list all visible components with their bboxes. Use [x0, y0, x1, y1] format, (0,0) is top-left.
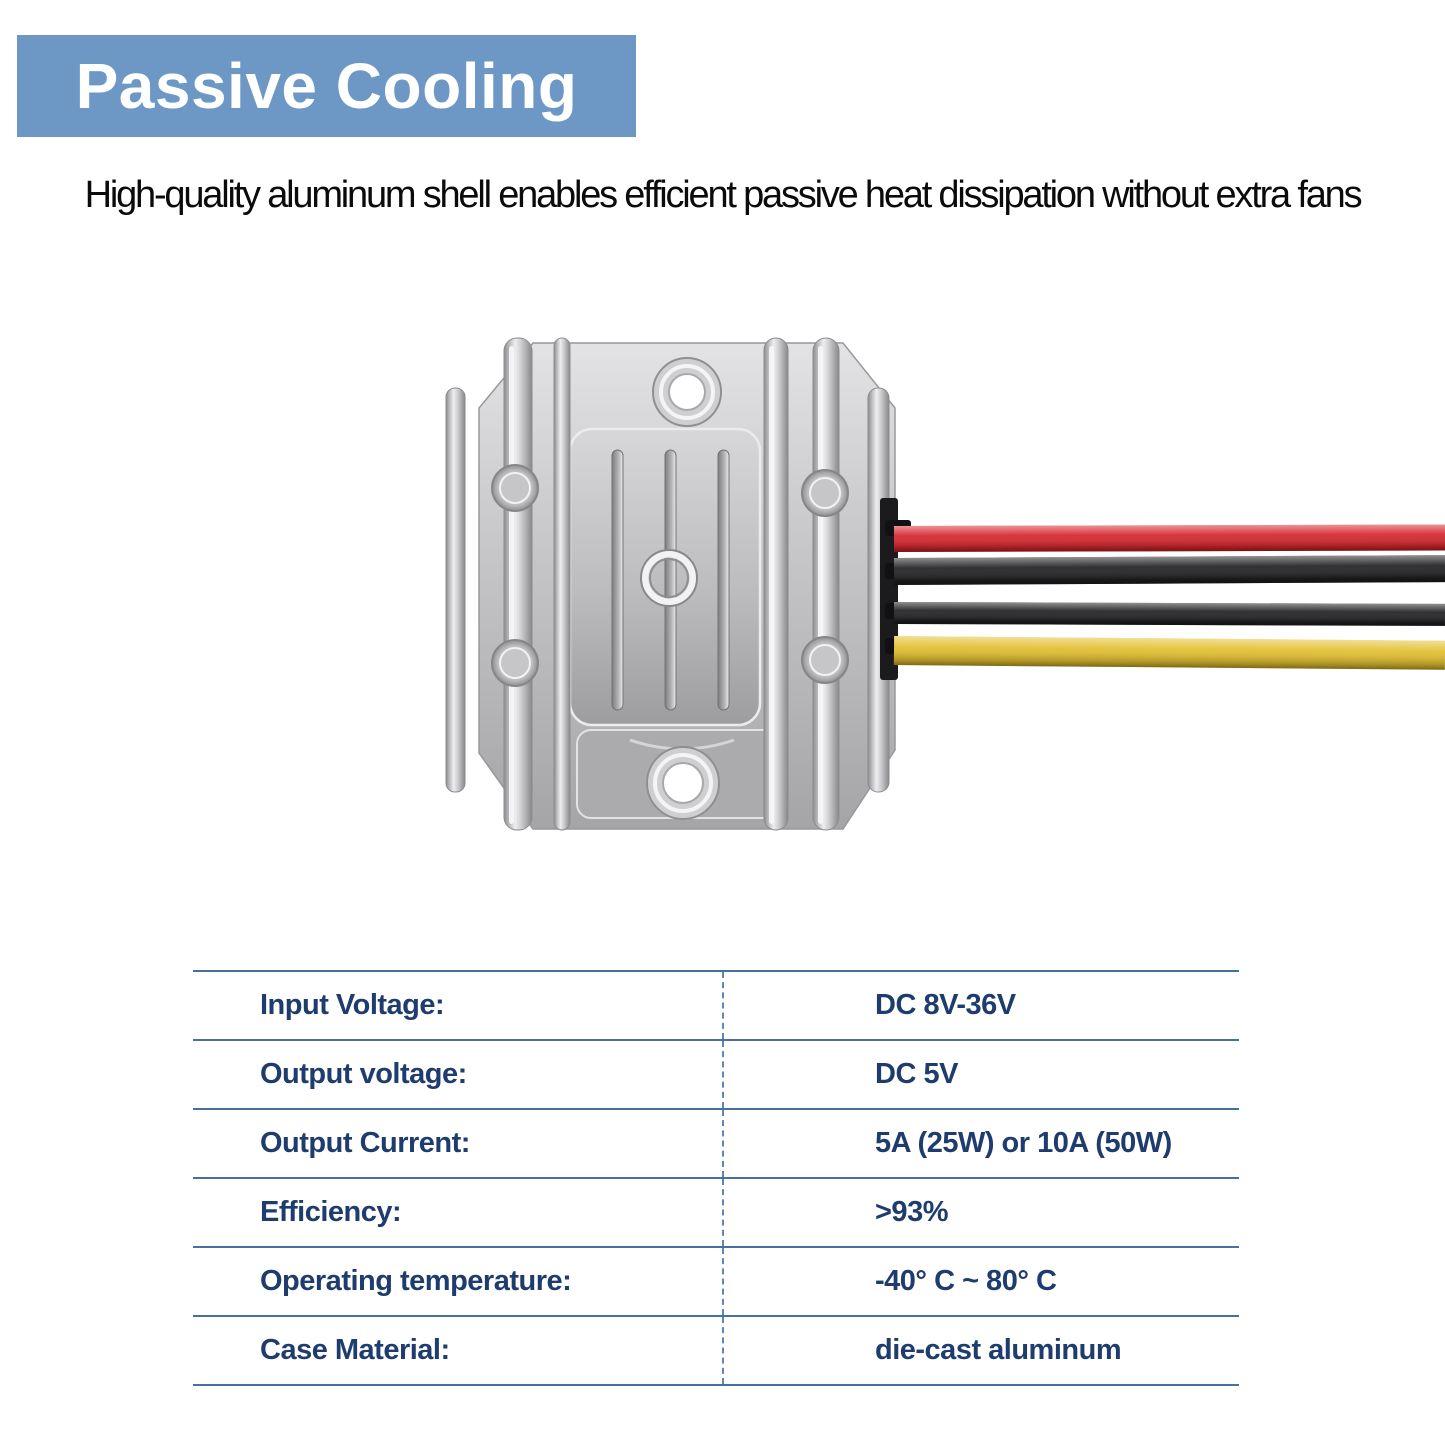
spec-value: -40° C ~ 80° C	[722, 1248, 1239, 1315]
wire-red	[893, 524, 1445, 552]
spec-value: >93%	[722, 1179, 1239, 1246]
screw-bosses	[491, 464, 849, 687]
wire-black-2	[893, 602, 1445, 626]
spec-row: Efficiency: >93%	[193, 1177, 1239, 1246]
mounting-hole-top	[652, 357, 722, 427]
spec-label: Efficiency:	[260, 1196, 402, 1228]
spec-row: Output voltage: DC 5V	[193, 1039, 1239, 1108]
wire-yellow	[893, 636, 1445, 670]
spec-label: Case Material:	[260, 1334, 450, 1366]
spec-row: Operating temperature: -40° C ~ 80° C	[193, 1246, 1239, 1315]
cooling-fins	[445, 337, 890, 831]
spec-value: 5A (25W) or 10A (50W)	[722, 1110, 1239, 1177]
subtitle-text: High-quality aluminum shell enables effi…	[84, 173, 1363, 216]
product-photo-dc-converter	[445, 337, 1445, 831]
spec-row: Case Material: die-cast aluminum	[193, 1315, 1239, 1384]
mounting-hole-bottom	[646, 746, 720, 820]
wire-black-1	[893, 555, 1445, 585]
spec-row: Output Current: 5A (25W) or 10A (50W)	[193, 1108, 1239, 1177]
spec-label: Output voltage:	[260, 1058, 467, 1090]
spec-label: Operating temperature:	[260, 1265, 572, 1297]
spec-value: DC 5V	[722, 1041, 1239, 1108]
spec-value: die-cast aluminum	[722, 1317, 1239, 1384]
spec-label: Output Current:	[260, 1127, 470, 1159]
spec-label: Input Voltage:	[260, 989, 445, 1021]
section-title: Passive Cooling	[75, 50, 578, 122]
device-face-ribs	[611, 449, 730, 711]
center-ring	[640, 549, 698, 607]
spec-value: DC 8V-36V	[722, 972, 1239, 1039]
spec-table: Input Voltage: DC 8V-36V Output voltage: DC…	[193, 970, 1239, 1386]
spec-row: Input Voltage: DC 8V-36V	[193, 970, 1239, 1039]
section-banner: Passive Cooling	[17, 35, 636, 137]
